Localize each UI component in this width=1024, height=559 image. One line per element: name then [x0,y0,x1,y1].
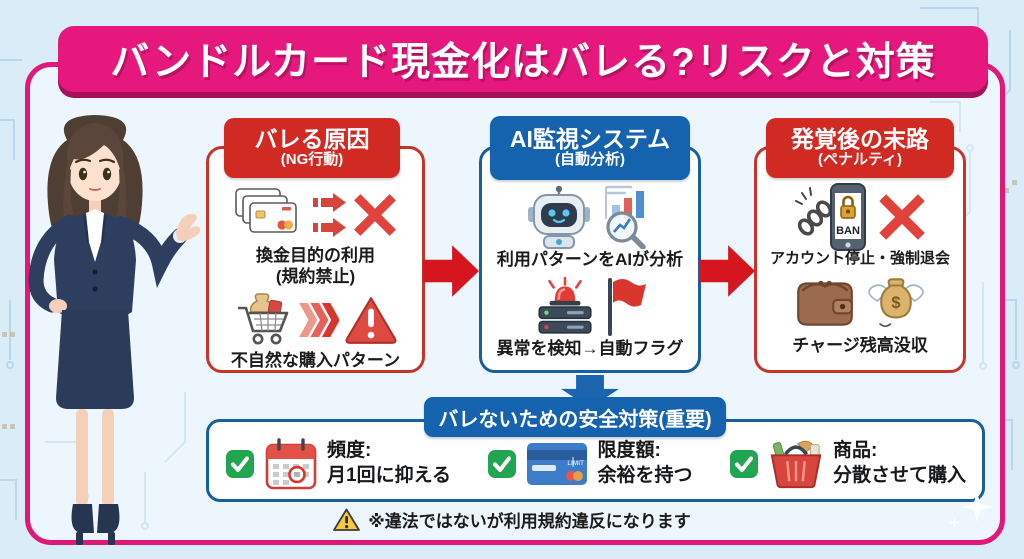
shopping-basket-icon [770,440,822,488]
businesswoman-character [28,115,200,545]
footer-note: ※違法ではないが利用規約違反になります [0,507,1024,532]
ai-caption-2: 異常を検知→自動フラグ [496,338,684,358]
calendar-icon [265,437,317,489]
x-mark-icon [353,194,396,236]
robot-icon [527,185,590,249]
flow-box-penalties-content: BAN アカウント停止・強制退会 [757,149,963,370]
flow-box-ai-monitoring: 利用パターンをAIが分析 [479,146,701,373]
penalty-icons-row-2: $ [792,273,929,333]
check-icon [488,449,517,478]
safety-text-frequency: 頻度: 月1回に抑える [327,439,451,486]
page-title: バンドルカード現金化はバレる?リスクと対策 [110,41,936,84]
causes-caption-2: 不自然な購入パターン [230,351,401,371]
flying-money-bag-icon: $ [867,278,924,328]
shopping-cart-icon [237,293,288,345]
credit-card-icon: LIMIT [527,442,588,485]
wallet-icon [796,281,853,326]
safety-item-products: 商品: 分散させて購入 [729,437,966,491]
chart-magnifier-icon [604,185,646,249]
safety-text-products: 商品: 分散させて購入 [832,439,966,486]
footer-note-text: ※違法ではないが利用規約違反になります [368,512,691,531]
flow-box-ai-content: 利用パターンをAIが分析 [482,149,698,370]
title-banner: バンドルカード現金化はバレる?リスクと対策 [58,26,988,92]
causes-icons-row-2 [234,292,398,348]
alarm-server-icon [537,276,592,334]
causes-header: バレる原因 (NG行動) [224,118,400,178]
warning-triangle-icon [344,297,397,345]
double-arrow-right-icon [312,193,346,237]
safety-text-limit: 限度額: 余裕を持つ [597,439,693,486]
check-icon [226,449,254,478]
ai-icons-row-1 [526,185,655,249]
chained-banned-phone-icon: BAN [794,183,866,251]
check-icon [729,449,758,478]
triple-chevron-icon [298,303,339,338]
red-flag-icon [607,277,646,336]
penalty-caption-1: アカウント停止・強制退会 [769,250,950,267]
penalty-icons-row-1: BAN [794,183,927,251]
x-mark-icon [878,194,925,240]
penalty-caption-2: チャージ残高没収 [792,336,928,356]
penalties-header: 発覚後の末路 (ペナルティ) [766,118,954,178]
ban-label: BAN [836,225,860,237]
dollar-label: $ [891,294,900,312]
flow-box-penalties: BAN アカウント停止・強制退会 [754,146,966,373]
flow-box-causes: 換金目的の利用 (規約禁止) [206,146,425,373]
ai-header: AI監視システム (自動分析) [490,116,690,180]
limit-label: LIMIT [568,460,585,467]
causes-icons-row-1 [234,187,398,243]
sparkle-decoration-small [948,516,961,529]
warning-icon [333,508,361,531]
safety-item-limit: LIMIT 限度額: 余裕を持つ [487,439,693,488]
credit-card-stack-icon [234,188,297,233]
safety-item-frequency: 頻度: 月1回に抑える [225,436,451,492]
ai-caption-1: 利用パターンをAIが分析 [496,250,684,269]
safety-header: バレないための安全対策(重要) [424,397,726,437]
flow-box-causes-content: 換金目的の利用 (規約禁止) [209,149,422,370]
causes-caption-1: 換金目的の利用 (規約禁止) [256,246,375,286]
ai-icons-row-2 [532,276,649,336]
sparkle-decoration [962,492,992,522]
